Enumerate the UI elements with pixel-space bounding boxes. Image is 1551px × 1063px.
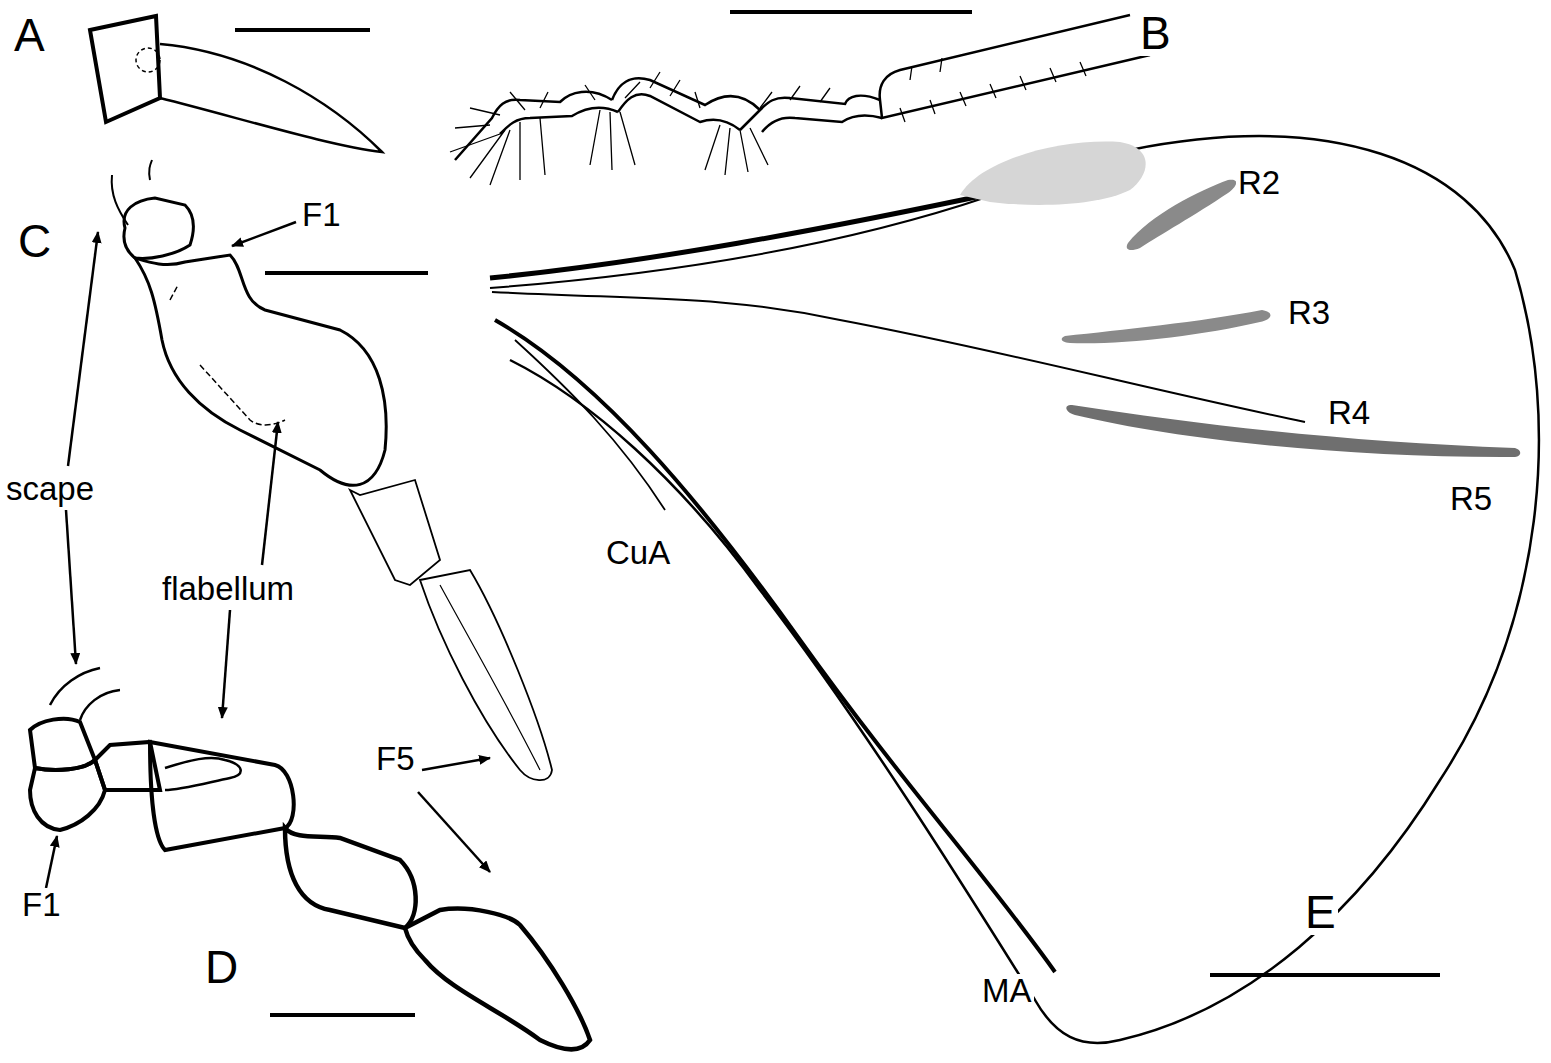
- leader-arrows: [46, 222, 490, 888]
- part-label: scape: [4, 472, 96, 505]
- panel-letter: A: [12, 12, 47, 58]
- vein-label: CuA: [604, 536, 672, 569]
- claw-drawing: [90, 16, 382, 152]
- vein-label: MA: [980, 974, 1034, 1007]
- scale-bars: [235, 12, 1440, 1015]
- segment-label: F1: [300, 198, 343, 231]
- panel-letter: D: [203, 944, 240, 990]
- panel-letter: B: [1138, 10, 1173, 56]
- segment-label: F5: [374, 742, 417, 775]
- part-label: flabellum: [160, 572, 296, 605]
- vein-label: R3: [1286, 296, 1332, 329]
- vein-label: R2: [1236, 166, 1282, 199]
- panel-letter: E: [1303, 889, 1338, 935]
- antenna-drawing-c: [112, 160, 552, 780]
- antenna-drawing-d: [30, 668, 590, 1049]
- wing-drawing: [490, 136, 1539, 1043]
- vein-label: R4: [1326, 396, 1372, 429]
- segment-label: F1: [20, 888, 63, 921]
- vein-label: R5: [1448, 482, 1494, 515]
- panel-letter: C: [16, 218, 53, 264]
